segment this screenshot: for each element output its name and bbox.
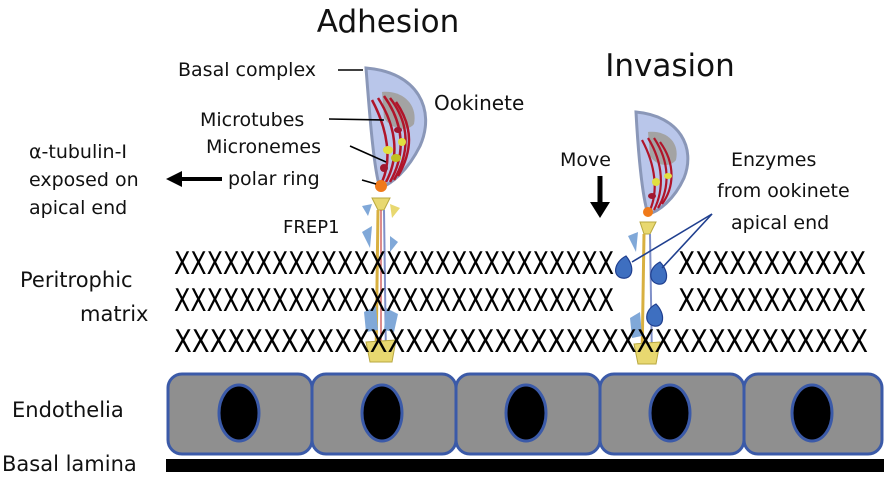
matrix-row-1-right: XXXXXXXXXXX <box>678 246 866 282</box>
micronemes-organelles <box>380 127 406 172</box>
label-peritrophic-line2: matrix <box>80 302 148 326</box>
cell-nucleus-3 <box>504 383 548 443</box>
matrix-row-3: XXXXXXXXXXXXXXXXXXXXXXXXXXXXXXXXXXXXXXX <box>174 324 868 360</box>
arrow-move-down <box>590 176 610 218</box>
label-tubulin-line2: exposed on <box>29 169 139 191</box>
cell-nucleus-1 <box>217 383 261 443</box>
micronemes-invasion <box>648 173 672 199</box>
cell-nucleus-4 <box>648 383 692 443</box>
label-tubulin-line3: apical end <box>29 197 127 219</box>
label-basal-complex: Basal complex <box>178 59 316 81</box>
leader-microtubes <box>328 118 385 121</box>
polar-ring <box>375 180 387 192</box>
microtubules <box>370 95 411 183</box>
label-polar-ring: polar ring <box>228 168 320 190</box>
label-enzymes-line2: from ookinete <box>717 180 850 202</box>
label-basal-lamina: Basal lamina <box>2 452 137 476</box>
polar-ring-invasion <box>643 207 653 217</box>
enzyme-droplet-1 <box>615 255 633 279</box>
leader-enzymes-2 <box>661 213 713 269</box>
ookinete-adhesion <box>364 66 428 192</box>
matrix-row-1-left: XXXXXXXXXXXXXXXXXXXXXXXXXXX <box>174 246 614 282</box>
label-microtubes: Microtubes <box>200 109 304 131</box>
label-enzymes-line1: Enzymes <box>731 149 816 171</box>
endothelia-cells <box>166 372 884 456</box>
label-move: Move <box>560 149 611 171</box>
matrix-row-2-right: XXXXXXXXXXX <box>678 283 866 319</box>
leader-polar-ring <box>361 179 377 185</box>
adhesion-title: Adhesion <box>317 4 459 40</box>
enzyme-droplets <box>615 255 668 327</box>
leader-micronemes <box>349 145 387 163</box>
label-micronemes: Micronemes <box>206 136 321 158</box>
label-ookinete: Ookinete <box>434 91 524 115</box>
leader-enzymes-1 <box>631 213 713 263</box>
frep1-protein-stalk <box>362 197 400 363</box>
cell-nucleus-2 <box>360 383 404 443</box>
label-peritrophic-line1: Peritrophic <box>20 268 133 292</box>
label-enzymes-line3: apical end <box>731 212 829 234</box>
label-tubulin-line1: α-tubulin-I <box>29 141 127 163</box>
peritrophic-matrix: XXXXXXXXXXXXXXXXXXXXXXXXXXX XXXXXXXXXXX … <box>174 246 868 360</box>
frep1-protein-stalk-invasion <box>628 221 661 365</box>
enzyme-droplet-3 <box>646 303 664 327</box>
basal-lamina-bar <box>166 459 884 472</box>
invasion-title: Invasion <box>605 48 735 84</box>
arrow-tubulin <box>166 171 222 187</box>
cell-nucleus-5 <box>790 383 834 443</box>
label-frep1: FREP1 <box>283 217 340 238</box>
matrix-row-2-left: XXXXXXXXXXXXXXXXXXXXXXXXXXX <box>174 283 614 319</box>
ookinete-invasion <box>634 110 690 217</box>
label-endothelia: Endothelia <box>12 398 124 422</box>
